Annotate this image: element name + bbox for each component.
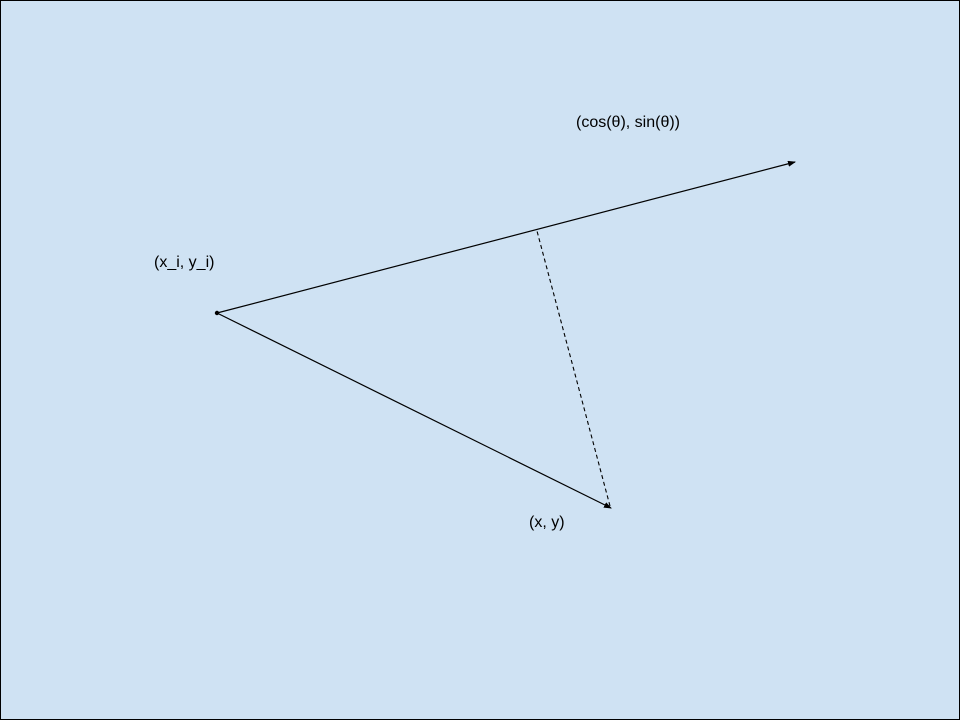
start-point-label: (x_i, y_i) (154, 254, 215, 271)
start-point-dot (214, 310, 220, 316)
direction-label: (cos(θ), sin(θ)) (576, 114, 681, 131)
target-point-label: (x, y) (529, 514, 565, 531)
projection-dashed-line (536, 230, 611, 507)
direction-arrow (216, 160, 796, 314)
point-arrow (216, 312, 612, 509)
